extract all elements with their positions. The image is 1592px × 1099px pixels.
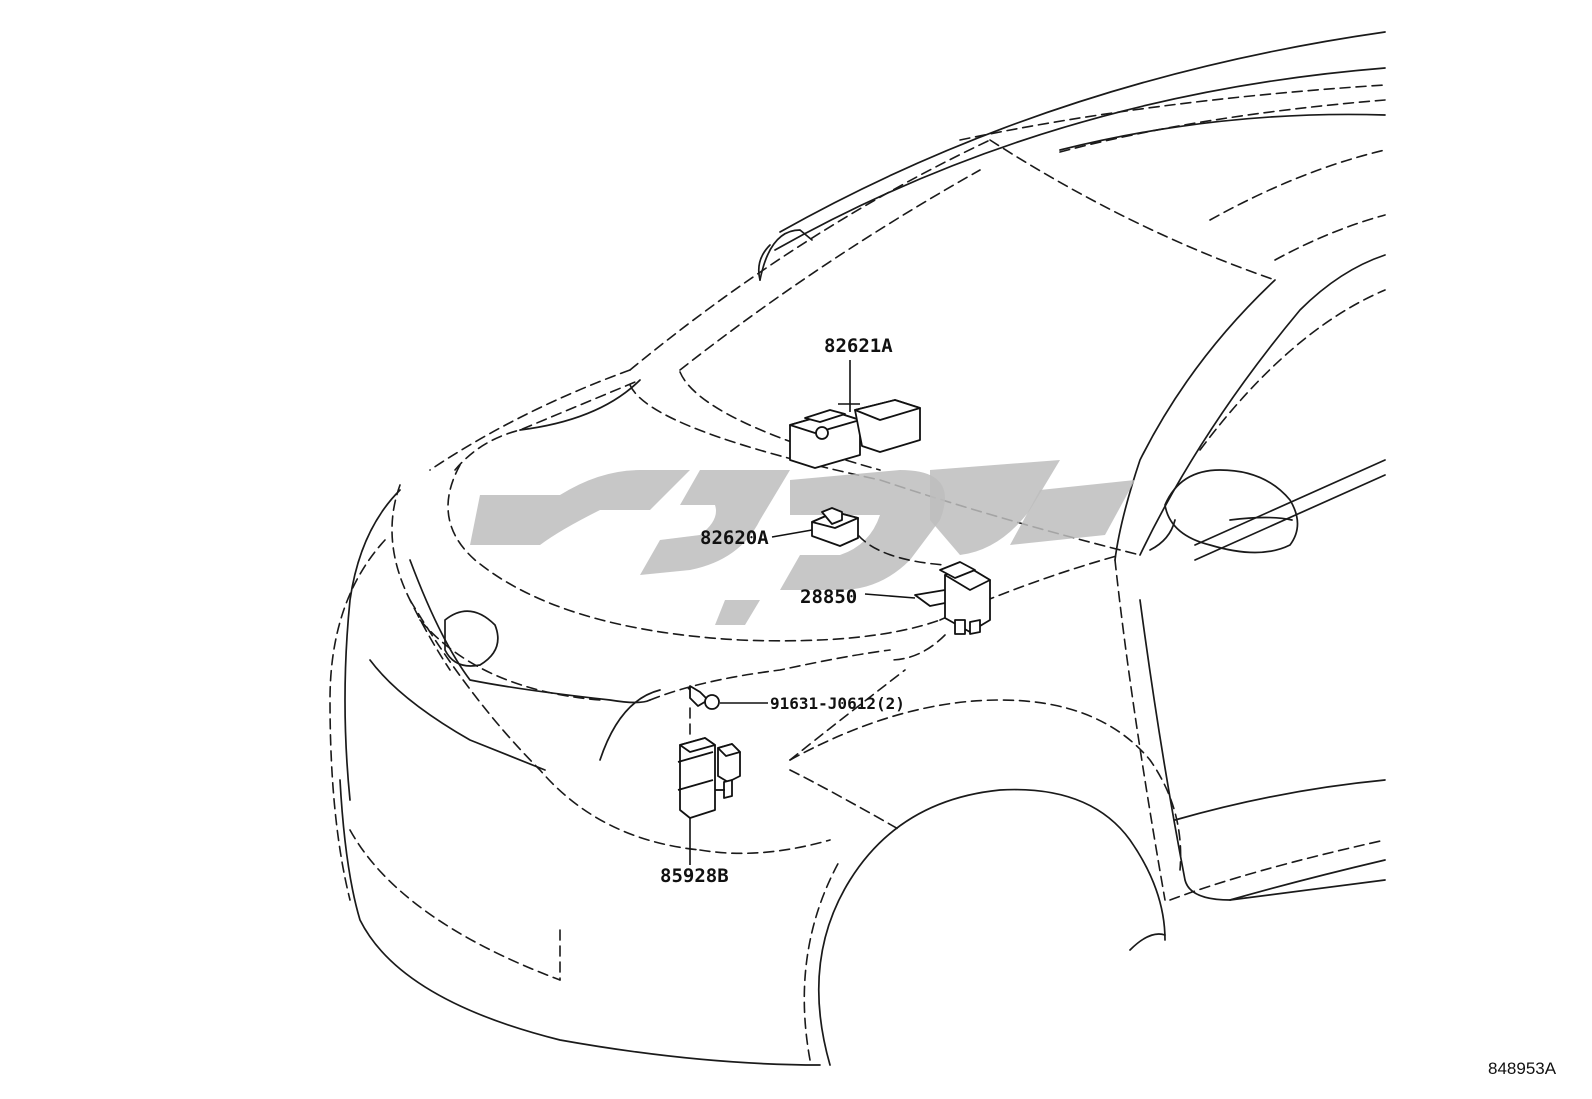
label-91631-J0612: 91631-J0612(2) [770, 694, 905, 713]
label-82620A: 82620A [700, 527, 769, 549]
label-28850: 28850 [800, 586, 857, 608]
watermark-logo [470, 460, 1135, 625]
part-28850-drawing [864, 561, 991, 661]
label-82621A: 82621A [824, 335, 893, 357]
part-91631-J0612-drawing [687, 685, 768, 736]
diagram-id: 848953A [1488, 1059, 1557, 1078]
label-85928B: 85928B [660, 865, 729, 887]
part-85928B-drawing [677, 737, 741, 865]
part-82621A-drawing [789, 360, 921, 469]
part-82620A-drawing [771, 507, 946, 566]
car-outline [329, 31, 1386, 1066]
